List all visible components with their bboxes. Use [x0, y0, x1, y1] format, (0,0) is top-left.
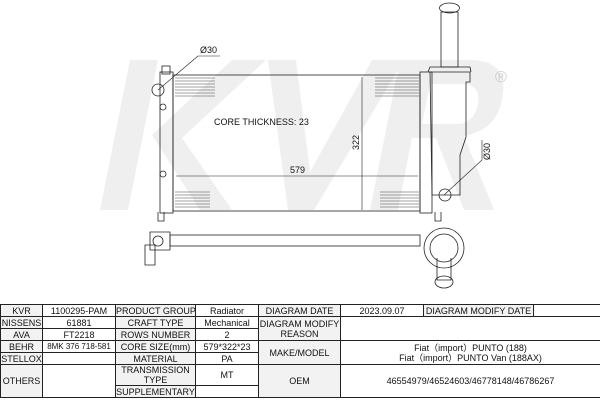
transmission-value: MT [195, 364, 259, 386]
watermark-letter-k [100, 60, 266, 210]
craft-type-label: CRAFT TYPE [115, 316, 196, 329]
make-model-label: MAKE/MODEL [258, 340, 341, 365]
product-group-label: PRODUCT GROUP [115, 304, 196, 317]
stellox-value [42, 352, 116, 365]
watermark-letter-r [370, 60, 504, 210]
diagram-date-value: 2023.09.07 [340, 304, 424, 317]
ava-value: FT2218 [42, 328, 116, 341]
others-label: OTHERS [0, 364, 43, 398]
product-group-value: Radiator [195, 304, 259, 317]
craft-type-value: Mechanical [195, 316, 259, 329]
leader-right [443, 140, 483, 196]
core-size-value: 579*322*23 [195, 340, 259, 353]
registered-mark: ® [495, 69, 507, 86]
core-thickness-label: CORE THICKNESS: 23 [214, 117, 309, 127]
oem-label: OEM [258, 364, 341, 398]
height-dimension: 322 [351, 135, 361, 150]
leader-left [157, 55, 220, 91]
make-model-value: Fiat（import）PUNTO (188) Fiat（import）PUNT… [340, 340, 600, 365]
rows-number-label: ROWS NUMBER [115, 328, 196, 341]
oem-value: 46554979/46524603/46778148/46786267 [340, 364, 600, 398]
make-model-line-1: Fiat（import）PUNTO (188) [414, 342, 527, 353]
spec-table: KVR 1100295-PAM PRODUCT GROUP Radiator D… [0, 304, 600, 398]
outlet-diameter: Ø30 [482, 143, 492, 160]
kvr-label: KVR [0, 304, 43, 317]
modify-reason-label: DIAGRAM MODIFY REASON [258, 316, 341, 341]
width-dimension: 579 [290, 165, 305, 175]
rows-number-value: 2 [195, 328, 259, 341]
fins [175, 77, 419, 208]
watermark-letter-v [268, 60, 404, 210]
inlet-diameter: Ø30 [200, 45, 217, 55]
radiator-outline [144, 2, 483, 289]
nissens-value: 61881 [42, 316, 116, 329]
kvr-watermark-logo [100, 60, 504, 210]
diagram-modify-date-value [533, 304, 600, 317]
ava-label: AVA [0, 328, 43, 341]
behr-label: BEHR [0, 340, 43, 353]
make-model-line-2: Fiat（import）PUNTO Van (188AX) [399, 352, 542, 363]
diagram-date-label: DIAGRAM DATE [258, 304, 341, 317]
radiator-diagram: ® CORE THICKNESS: 23 579 322 Ø30 Ø30 [100, 2, 507, 289]
kvr-value: 1100295-PAM [42, 304, 116, 317]
nissens-label: NISSENS [0, 316, 43, 329]
behr-value: 8MK 376 718-581 [42, 340, 116, 353]
material-label: MATERIAL [115, 352, 196, 365]
modify-reason-value [340, 316, 600, 341]
stellox-label: STELLOX [0, 352, 43, 365]
supplementary-label: SUPPLEMENTARY [115, 385, 196, 398]
core-size-label: CORE SIZE(mm) [115, 340, 196, 353]
material-value: PA [195, 352, 259, 365]
others-value [42, 364, 116, 398]
diagram-modify-date-label: DIAGRAM MODIFY DATE [423, 304, 534, 317]
supplementary-value [195, 385, 259, 398]
transmission-label: TRANSMISSION TYPE [115, 364, 196, 386]
